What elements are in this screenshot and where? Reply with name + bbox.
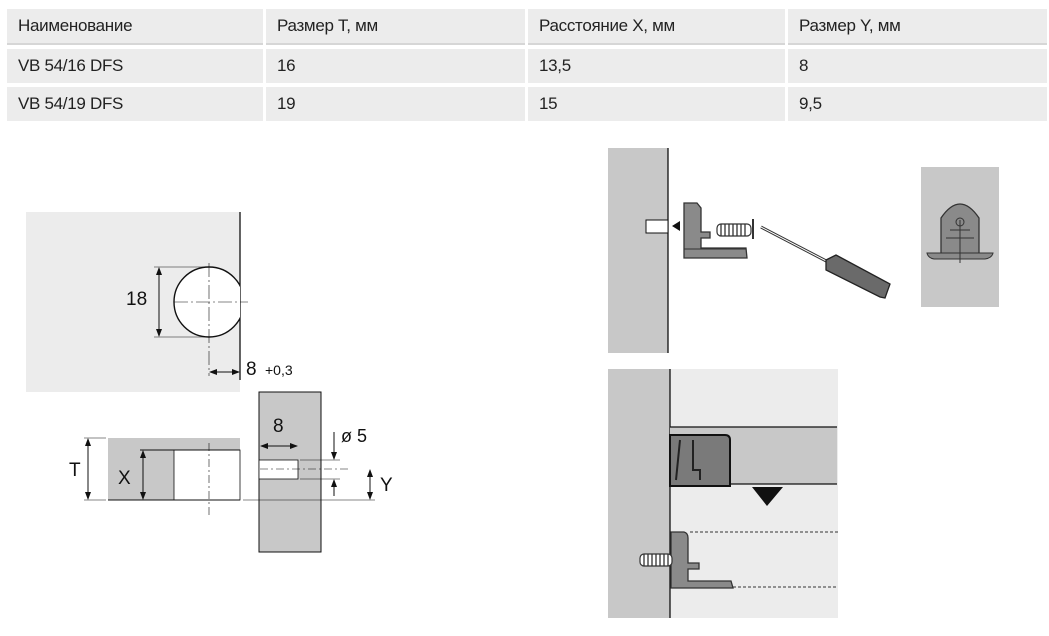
header-distance-x: Расстояние X, мм <box>528 9 785 45</box>
screwdriver-icon <box>760 225 891 299</box>
dimensions-table: Наименование Размер T, мм Расстояние X, … <box>7 9 1047 121</box>
shelf-section-view: T X ø 5 8 Y <box>69 391 393 553</box>
diameter-label: 18 <box>126 289 147 310</box>
header-size-t: Размер T, мм <box>266 9 525 45</box>
arrow-left-icon <box>672 221 680 231</box>
table-cell: 9,5 <box>788 87 1047 121</box>
header-size-y: Размер Y, мм <box>788 9 1047 45</box>
table-cell: 16 <box>266 49 525 83</box>
depth-label: 8 <box>273 416 284 437</box>
x-label: X <box>118 468 131 489</box>
table-cell: VB 54/16 DFS <box>7 49 263 83</box>
table-cell: 13,5 <box>528 49 785 83</box>
table-cell: 8 <box>788 49 1047 83</box>
table-cell: 15 <box>528 87 785 121</box>
y-label: Y <box>380 475 393 496</box>
connector-icon <box>683 202 748 259</box>
table-cell: VB 54/19 DFS <box>7 87 263 121</box>
edge-offset-label: 8 <box>246 359 257 380</box>
t-label: T <box>69 460 81 481</box>
drill-plan-view: 18 8 +0,3 <box>26 212 293 392</box>
table-cell: 19 <box>266 87 525 121</box>
installation-step-1 <box>608 148 891 353</box>
hole-diameter-label: ø 5 <box>341 426 367 446</box>
edge-tolerance-label: +0,3 <box>265 362 293 378</box>
header-name: Наименование <box>7 9 263 45</box>
installation-step-2 <box>608 369 838 618</box>
arrow-down-icon <box>752 487 783 506</box>
connector-front-view <box>921 167 999 307</box>
screw-icon <box>639 553 673 567</box>
screw-icon <box>716 219 754 239</box>
